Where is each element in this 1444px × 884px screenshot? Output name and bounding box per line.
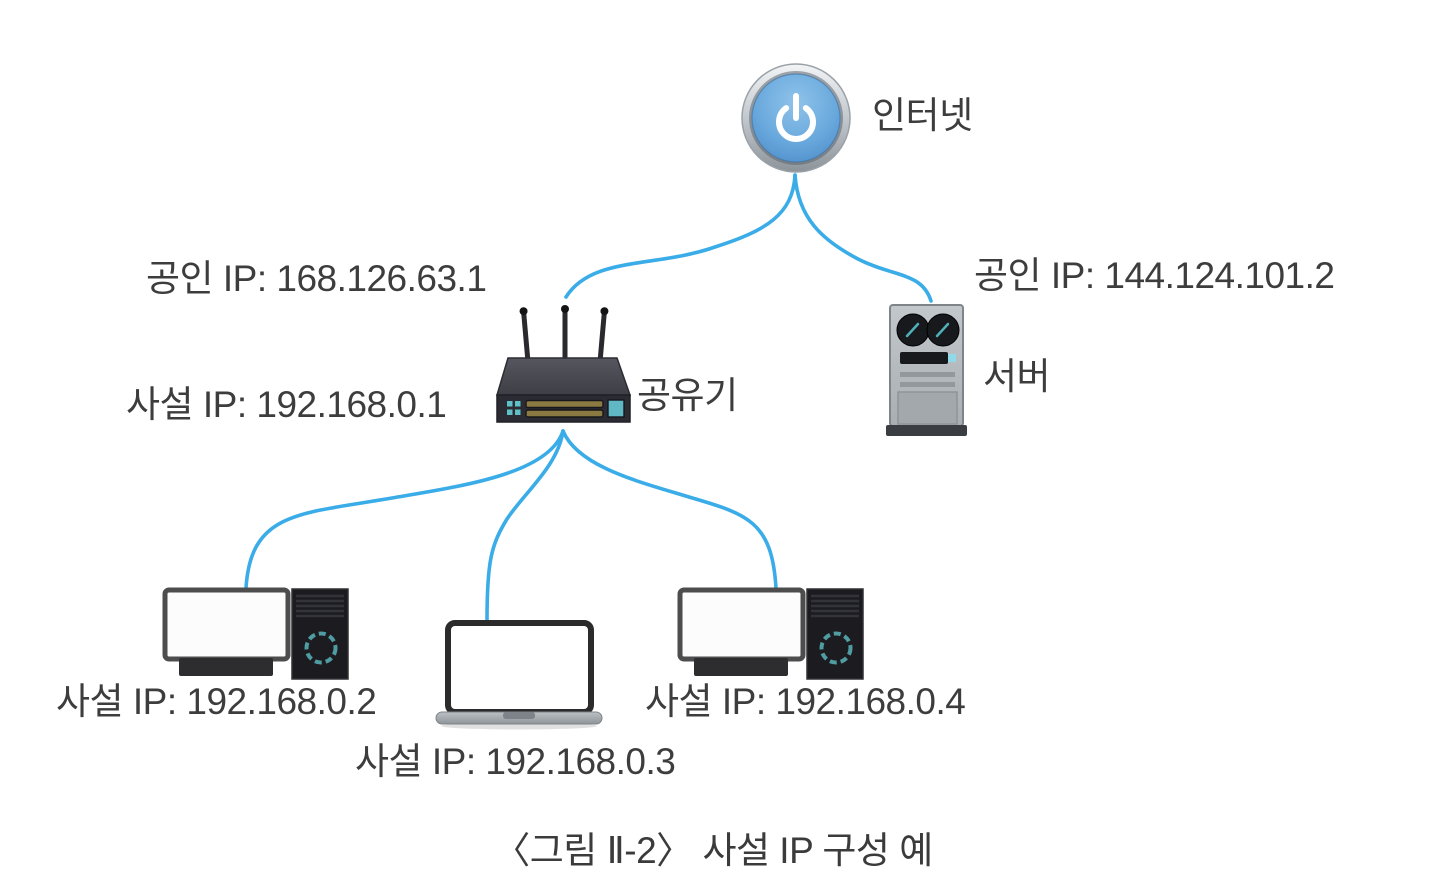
tower-fan-ring bbox=[304, 631, 338, 665]
laptop-private-ip-label: 사설 IP: 192.168.0.3 bbox=[355, 741, 676, 782]
link-internet-router bbox=[564, 173, 797, 299]
link-router-desktop1 bbox=[244, 429, 565, 590]
internet-label: 인터넷 bbox=[872, 95, 973, 136]
desktop-pc-icon bbox=[677, 587, 864, 680]
desktop-pc-icon bbox=[162, 587, 349, 680]
router-public-ip-label: 공인 IP: 168.126.63.1 bbox=[146, 258, 487, 299]
server-fans bbox=[896, 313, 960, 347]
server-tower-icon bbox=[886, 304, 967, 436]
desktop2-private-ip-label: 사설 IP: 192.168.0.4 bbox=[645, 681, 966, 722]
server-label: 서버 bbox=[983, 356, 1051, 397]
power-button-icon bbox=[741, 63, 851, 173]
link-router-laptop bbox=[485, 429, 565, 623]
desktop1-private-ip-label: 사설 IP: 192.168.0.2 bbox=[56, 681, 377, 722]
wireless-router-icon bbox=[495, 305, 632, 423]
router-private-ip-label: 사설 IP: 192.168.0.1 bbox=[126, 384, 447, 425]
figure-caption: 〈그림 Ⅱ-2〉 사설 IP 구성 예 bbox=[493, 830, 933, 871]
router-front-leds bbox=[507, 401, 521, 415]
router-label: 공유기 bbox=[637, 375, 738, 416]
tower-fan-ring bbox=[819, 631, 853, 665]
link-internet-server bbox=[793, 173, 933, 303]
server-public-ip-label: 공인 IP: 144.124.101.2 bbox=[974, 255, 1335, 296]
laptop-icon bbox=[435, 620, 603, 730]
link-router-desktop2 bbox=[561, 429, 778, 590]
router-antennas bbox=[519, 305, 609, 365]
